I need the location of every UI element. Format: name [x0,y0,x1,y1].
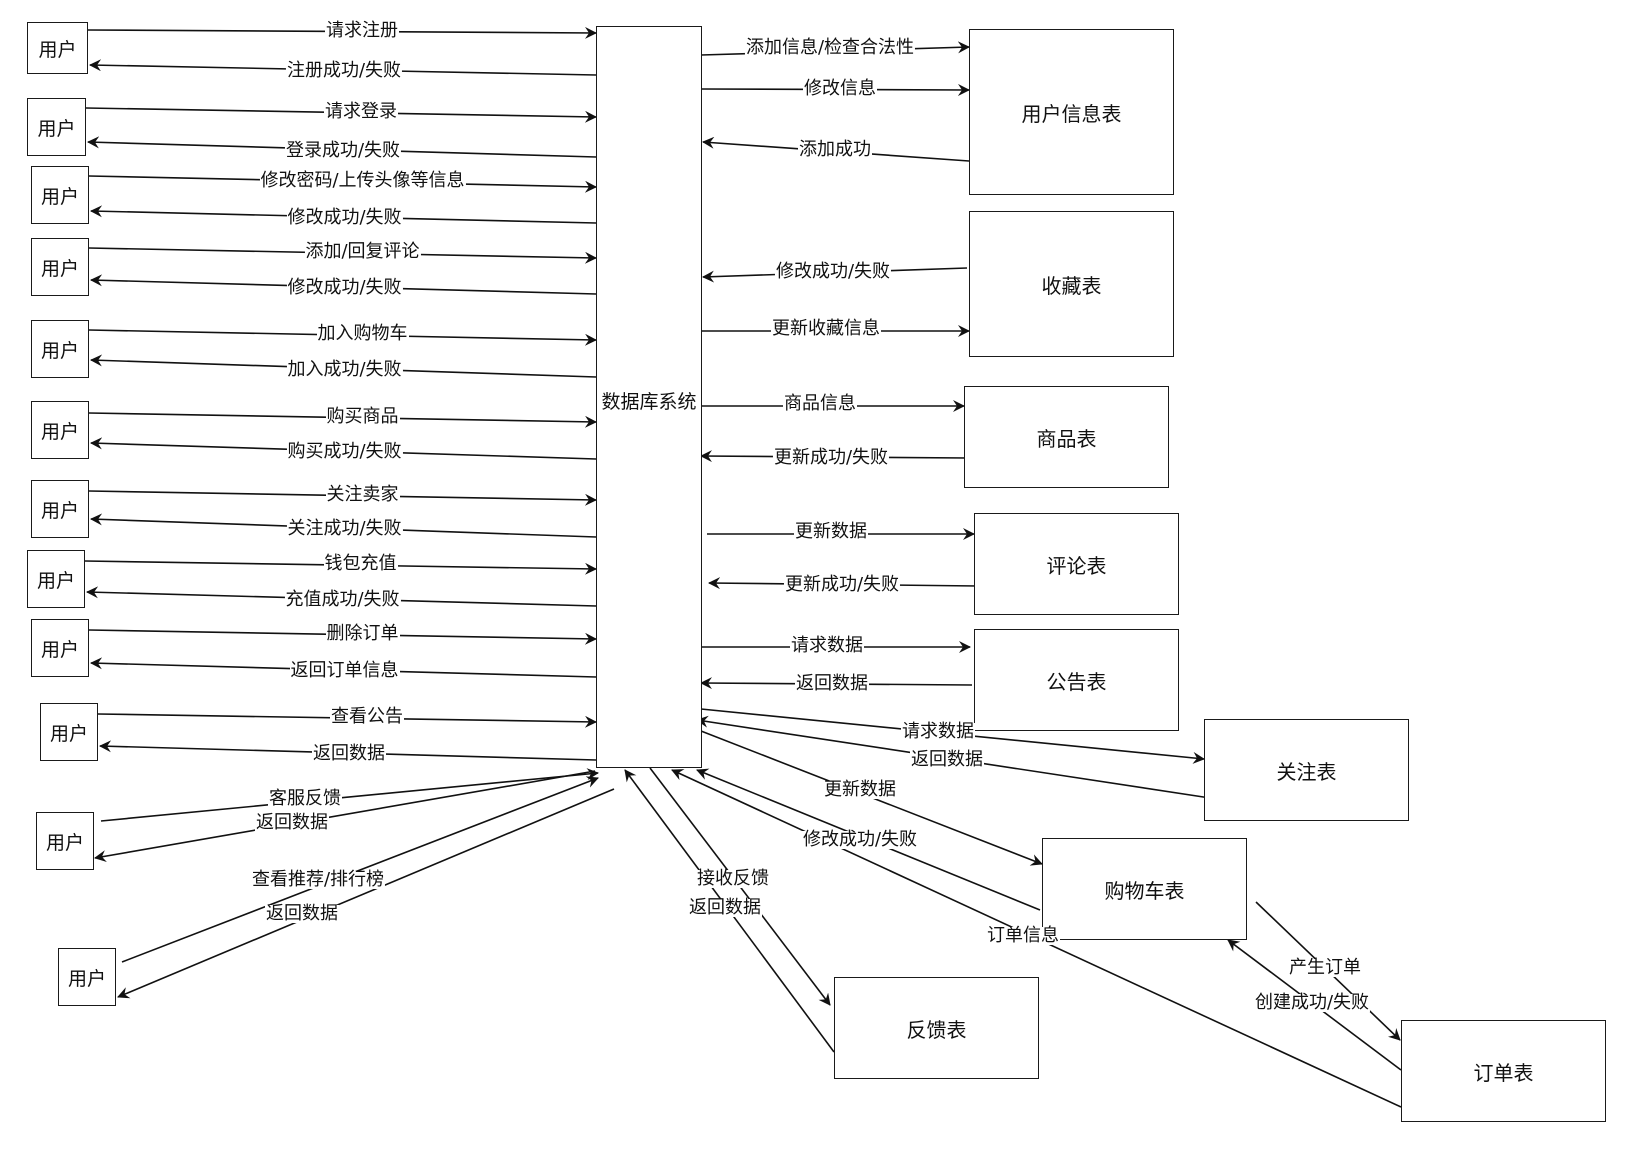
response-label: 充值成功/失败 [284,589,401,610]
request-label: 查看推荐/排行榜 [250,869,386,890]
user-node[interactable]: 用户 [31,320,89,378]
user-node-label: 用户 [37,117,76,140]
edge-label: 产生订单 [1288,957,1362,978]
user-node[interactable]: 用户 [27,550,85,608]
table-node-announcements[interactable]: 公告表 [974,629,1179,731]
user-node[interactable]: 用户 [27,98,86,156]
database-system-node[interactable]: 数据库系统 [596,26,702,768]
database-system-label: 数据库系统 [601,387,697,414]
user-node[interactable]: 用户 [58,948,116,1006]
response-label: 加入成功/失败 [286,358,403,380]
edge-label: 订单信息 [986,925,1060,946]
table-node-favorites-label: 收藏表 [1041,273,1102,298]
response-arrow [94,770,596,863]
user-node[interactable]: 用户 [31,401,89,459]
response-label: 修改成功/失败 [286,207,403,228]
request-label: 加入购物车 [316,323,409,344]
edge-label: 接收反馈 [696,868,770,889]
response-label: 返回数据 [255,812,329,833]
table-node-orders[interactable]: 订单表 [1401,1020,1606,1122]
table-node-cart-label: 购物车表 [1104,878,1185,903]
user-node-label: 用户 [40,638,79,661]
user-node-label: 用户 [67,967,106,990]
edge-label: 添加成功 [798,139,872,160]
user-node[interactable]: 用户 [31,480,89,538]
request-arrow [100,768,599,822]
table-node-comments[interactable]: 评论表 [974,513,1179,615]
table-node-cart[interactable]: 购物车表 [1042,838,1247,940]
request-label: 钱包充值 [323,553,398,574]
user-node-label: 用户 [40,257,79,280]
edge-label: 返回数据 [910,749,984,770]
request-label: 添加/回复评论 [304,241,421,262]
table-node-follows[interactable]: 关注表 [1204,719,1409,821]
response-label: 注册成功/失败 [285,60,403,81]
response-label: 修改成功/失败 [286,277,403,298]
response-label: 返回订单信息 [289,660,400,681]
response-arrow [117,788,615,999]
request-label: 修改密码/上传头像等信息 [259,169,466,191]
response-label: 购买成功/失败 [286,441,403,462]
table-node-feedback-label: 反馈表 [906,1017,967,1042]
table-node-comments-label: 评论表 [1046,553,1107,578]
table-node-announcements-label: 公告表 [1046,669,1107,694]
user-node-label: 用户 [40,420,79,443]
user-node[interactable]: 用户 [31,238,89,296]
response-label: 关注成功/失败 [286,518,403,539]
response-label: 返回数据 [312,743,386,764]
edge-label: 更新收藏信息 [771,318,881,339]
edge-label: 更新数据 [823,779,897,800]
user-node-label: 用户 [40,499,79,522]
edge-label: 返回数据 [688,897,762,918]
user-node[interactable]: 用户 [36,812,94,870]
user-node-label: 用户 [38,38,77,61]
request-label: 关注卖家 [325,483,400,505]
user-node[interactable]: 用户 [31,619,89,677]
edge-label: 更新数据 [794,521,868,542]
table-node-user-info-label: 用户信息表 [1021,101,1122,126]
table-node-follows-label: 关注表 [1276,759,1337,784]
user-node-label: 用户 [40,185,79,208]
user-node-label: 用户 [49,722,88,745]
user-node-label: 用户 [45,831,84,854]
request-label: 查看公告 [330,706,404,727]
edge-label: 更新成功/失败 [783,574,901,595]
response-label: 返回数据 [265,903,339,924]
table-node-products-label: 商品表 [1036,426,1097,451]
request-label: 客服反馈 [268,788,342,809]
edge-label: 返回数据 [795,673,869,694]
request-label: 购买商品 [325,405,400,427]
edge-label: 修改成功/失败 [774,261,892,282]
table-node-feedback[interactable]: 反馈表 [834,977,1039,1079]
edge-label: 更新成功/失败 [772,447,890,468]
user-node[interactable]: 用户 [27,22,88,74]
user-node-label: 用户 [36,569,75,592]
request-label: 删除订单 [325,622,400,644]
table-node-orders-label: 订单表 [1473,1060,1534,1085]
user-node[interactable]: 用户 [40,703,98,761]
user-node[interactable]: 用户 [31,166,89,224]
edge-label: 修改信息 [803,78,877,99]
request-label: 请求注册 [325,19,399,41]
request-arrow [121,776,599,963]
user-node-label: 用户 [40,339,79,362]
edge-label: 修改成功/失败 [801,829,919,850]
table-node-user-info[interactable]: 用户信息表 [969,29,1174,195]
request-label: 请求登录 [324,100,398,122]
edge-label: 请求数据 [790,635,864,656]
response-label: 登录成功/失败 [284,139,402,161]
table-node-favorites[interactable]: 收藏表 [969,211,1174,357]
edge-label: 添加信息/检查合法性 [744,37,916,58]
table-node-products[interactable]: 商品表 [964,386,1169,488]
edge-label: 商品信息 [783,393,857,414]
edge-label: 请求数据 [901,721,975,742]
edge-label: 创建成功/失败 [1253,992,1371,1013]
